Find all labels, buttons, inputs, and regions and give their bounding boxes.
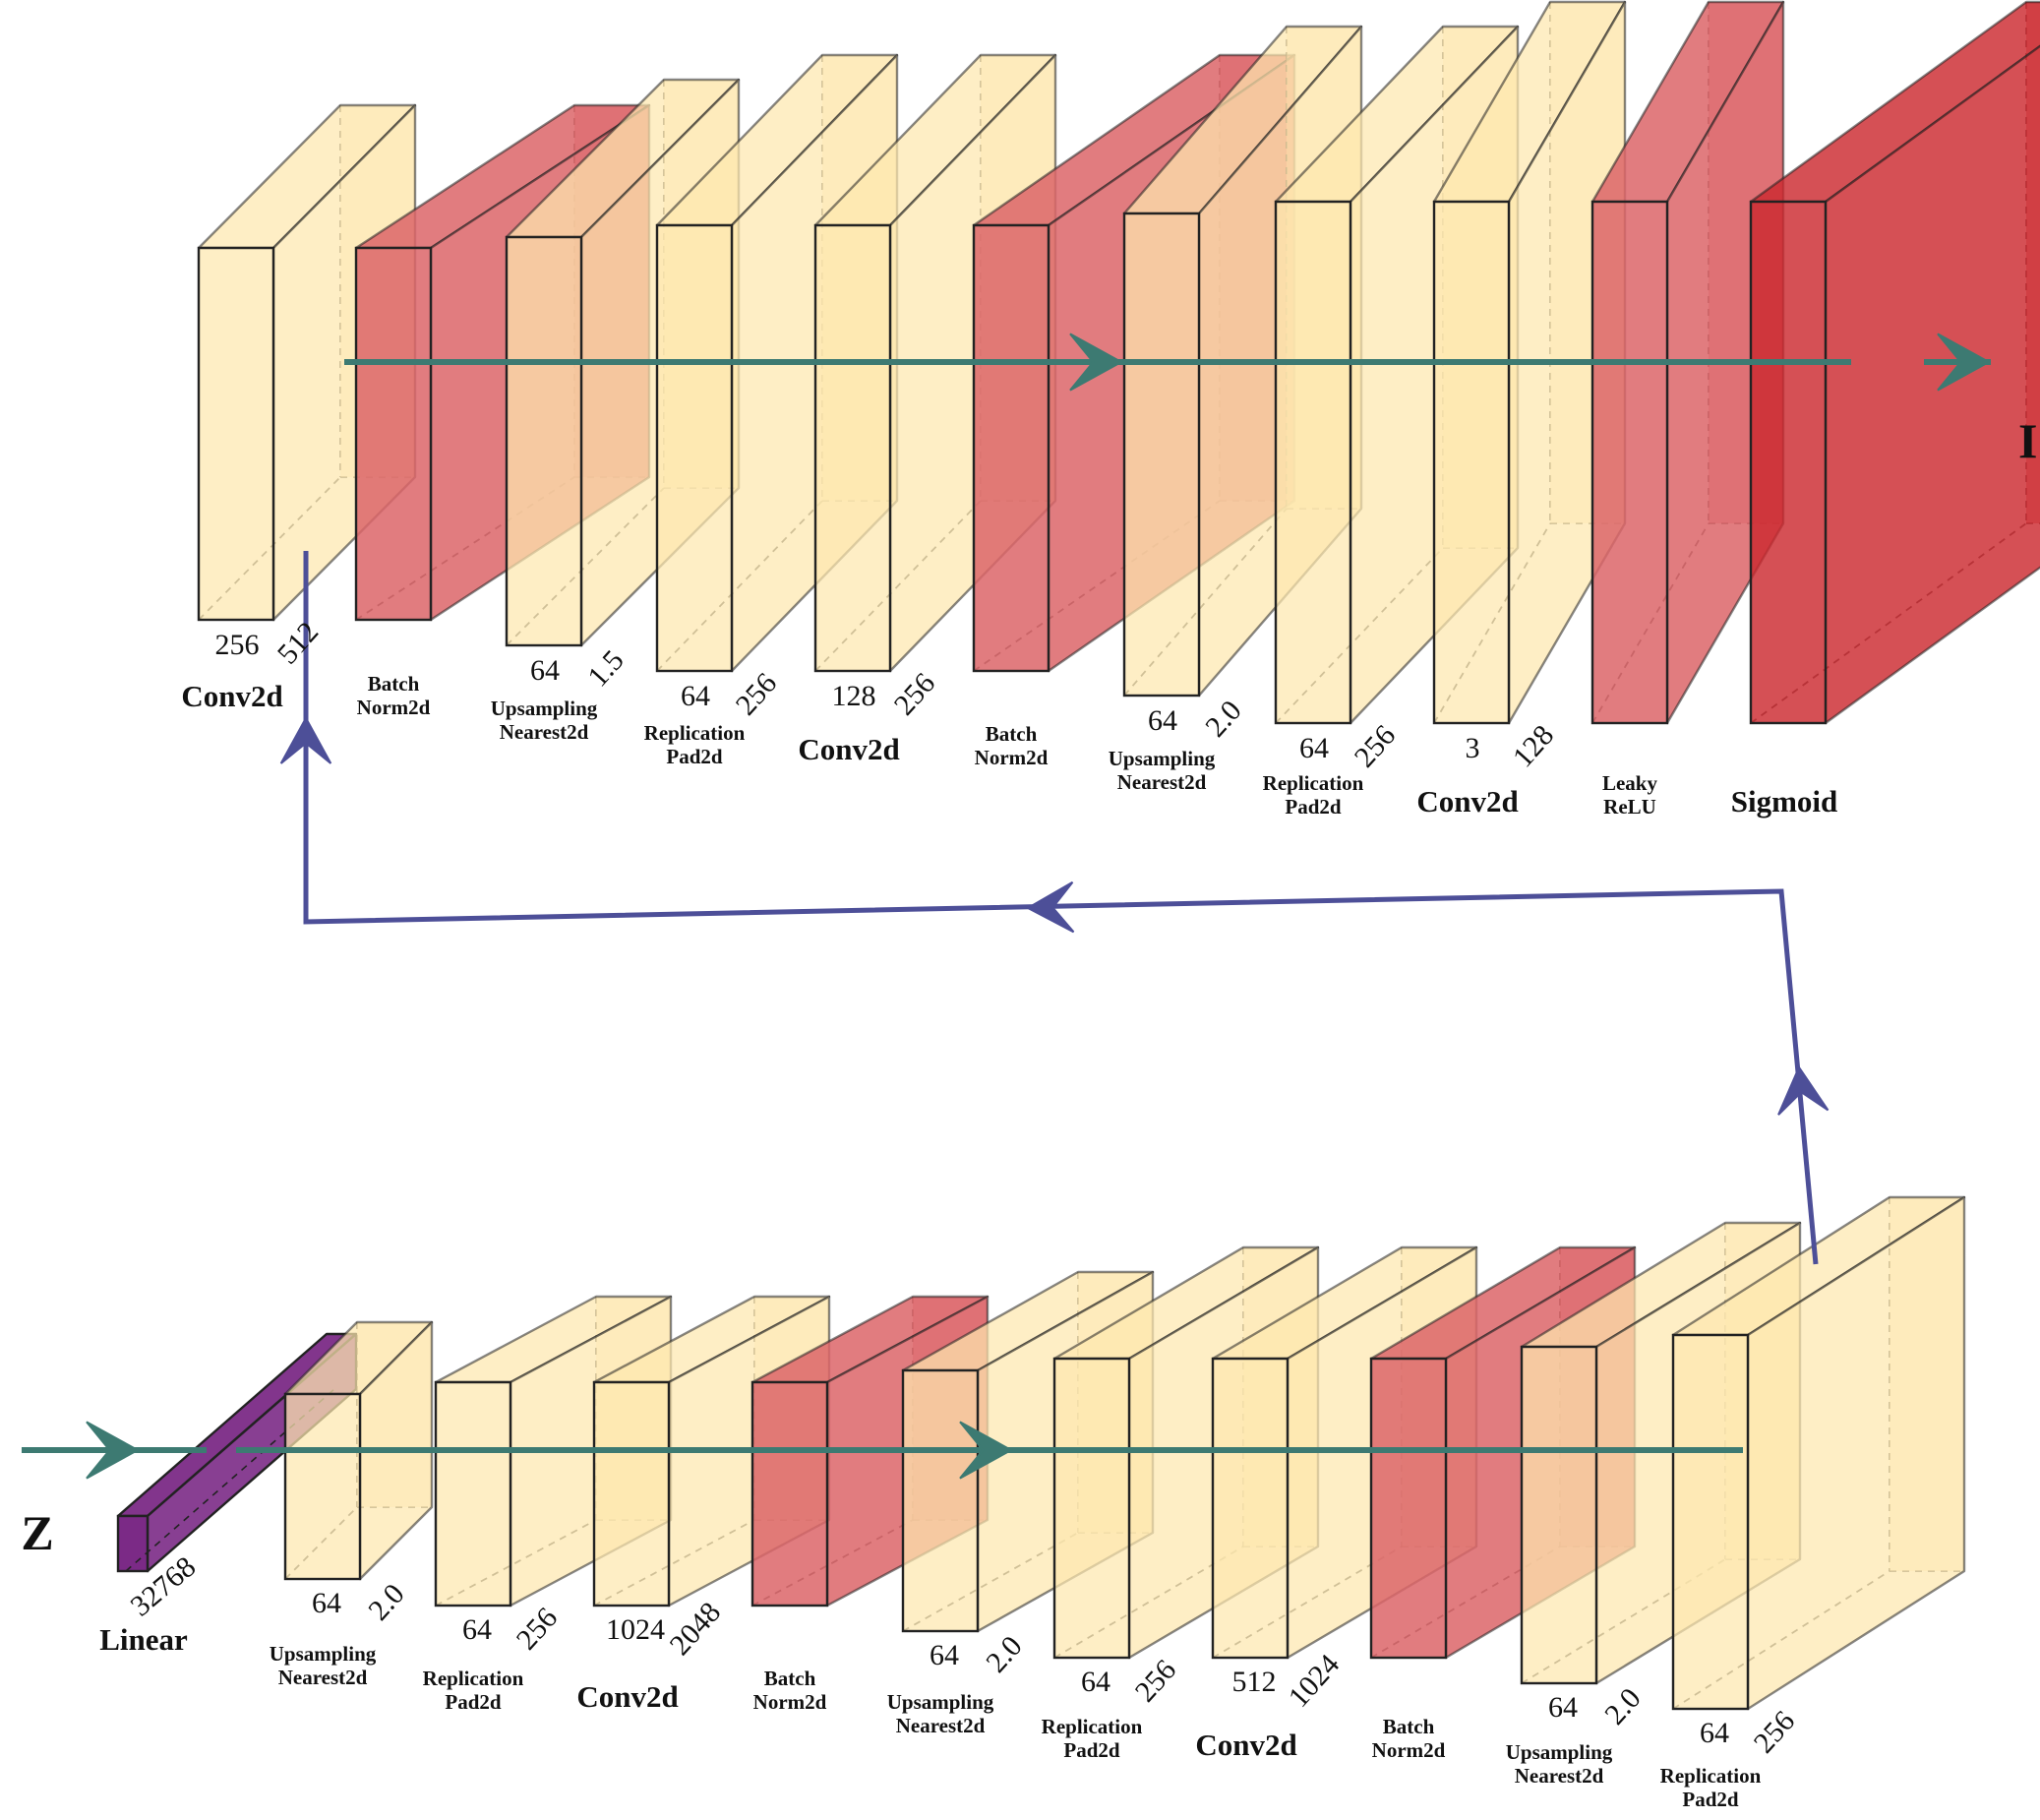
output-label: I — [2018, 413, 2037, 468]
top-layer-10-leaky-relu-label-line: ReLU — [1603, 795, 1656, 819]
bottom-layer-2-upsampling-nearest2d-label-line: Upsampling — [270, 1642, 377, 1666]
dim-label: 2.0 — [980, 1630, 1029, 1679]
connector-arrowhead-up-right — [1777, 1064, 1830, 1116]
dim-label: 512 — [1232, 1666, 1277, 1698]
bottom-flow-arrowhead — [959, 1421, 1014, 1480]
dim-label: 64 — [462, 1613, 492, 1646]
dim-label: 64 — [530, 654, 560, 687]
top-layer-3-upsampling-nearest2d-label-line: Nearest2d — [500, 720, 589, 744]
bottom-layer-11-replication-pad2d-label-line: Pad2d — [1682, 1788, 1739, 1811]
dim-label: 256 — [1349, 719, 1403, 774]
top-layer-8-replication-pad2d-label-line: Replication — [1263, 771, 1364, 795]
bottom-layer-2-upsampling-nearest2d — [283, 1320, 434, 1581]
top-layer-2-batch-norm2d-label-line: Batch — [368, 672, 420, 696]
dim-label: 64 — [312, 1587, 341, 1619]
bottom-layer-9-batch-norm2d-label-line: Batch — [1383, 1715, 1435, 1738]
dim-label: 128 — [1507, 719, 1561, 774]
bottom-layer-6-upsampling-nearest2d-label-line: Upsampling — [887, 1690, 994, 1714]
top-layer-4-replication-pad2d-label-line: Replication — [644, 721, 746, 745]
bottom-layer-11-replication-pad2d-label-line: Replication — [1660, 1764, 1762, 1788]
dim-label: 1.5 — [581, 644, 630, 694]
bottom-layer-11-replication-pad2d — [1671, 1195, 1966, 1711]
bottom-layer-10-upsampling-nearest2d-label-line: Nearest2d — [1515, 1764, 1604, 1788]
top-layer-6-batch-norm2d-label-line: Batch — [986, 722, 1038, 746]
bottom-layer-7-replication-pad2d-label-line: Replication — [1042, 1715, 1143, 1738]
dim-label: 2.0 — [362, 1578, 411, 1627]
dim-label: 256 — [1748, 1705, 1802, 1760]
dim-label: 2048 — [664, 1596, 728, 1662]
connector-arrowhead-up-left — [279, 715, 332, 764]
top-layer-1-conv2d-label: Conv2d — [181, 679, 282, 713]
dim-label: 2.0 — [1598, 1682, 1648, 1731]
dim-label: 256 — [215, 629, 260, 661]
top-layer-11-sigmoid — [1749, 0, 2040, 725]
top-layer-6-batch-norm2d-label-line: Norm2d — [975, 746, 1049, 769]
dim-label: 1024 — [1283, 1648, 1347, 1714]
top-layer-10-leaky-relu-label-line: Leaky — [1602, 771, 1658, 795]
dim-label: 64 — [1081, 1666, 1110, 1698]
top-layer-11-sigmoid-label: Sigmoid — [1731, 784, 1838, 819]
top-layer-9-conv2d-label: Conv2d — [1416, 784, 1518, 819]
bottom-layer-1-linear-label: Linear — [99, 1622, 188, 1657]
output-arrowhead — [1937, 333, 1992, 392]
dim-label: 64 — [681, 680, 710, 712]
input-label: Z — [21, 1505, 53, 1560]
top-layer-4-replication-pad2d-label-line: Pad2d — [666, 745, 723, 768]
dim-label: 256 — [510, 1602, 565, 1657]
dim-label: 256 — [730, 667, 784, 722]
dim-label: 2.0 — [1199, 695, 1248, 744]
bottom-layer-2-upsampling-nearest2d-label-line: Nearest2d — [278, 1666, 368, 1689]
connector-arrowhead-left — [1025, 880, 1075, 934]
dim-label: 64 — [1148, 704, 1177, 737]
top-layer-7-upsampling-nearest2d-label-line: Upsampling — [1109, 747, 1216, 770]
bottom-layer-8-conv2d-label: Conv2d — [1195, 1728, 1296, 1762]
top-layer-3-upsampling-nearest2d-label-line: Upsampling — [491, 697, 598, 720]
dim-label: 512 — [271, 616, 326, 671]
dim-label: 64 — [1700, 1717, 1729, 1749]
top-layer-5-conv2d-label: Conv2d — [798, 732, 899, 766]
dim-label: 256 — [1129, 1654, 1183, 1709]
dim-label: 1024 — [606, 1613, 665, 1646]
bottom-layer-9-batch-norm2d-label-line: Norm2d — [1372, 1738, 1446, 1762]
dim-label: 256 — [888, 667, 942, 722]
input-arrowhead — [86, 1421, 141, 1480]
bottom-layer-3-replication-pad2d-label-line: Pad2d — [445, 1690, 502, 1714]
top-layer-8-replication-pad2d-label-line: Pad2d — [1285, 795, 1342, 819]
dim-label: 64 — [930, 1639, 959, 1671]
bottom-layer-7-replication-pad2d-label-line: Pad2d — [1063, 1738, 1120, 1762]
bottom-layer-5-batch-norm2d-label-line: Batch — [764, 1667, 816, 1690]
bottom-layer-10-upsampling-nearest2d-label-line: Upsampling — [1506, 1740, 1613, 1764]
bottom-layer-5-batch-norm2d-label-line: Norm2d — [753, 1690, 827, 1714]
dim-label: 3 — [1466, 732, 1480, 764]
dim-label: 128 — [832, 680, 876, 712]
top-layer-2-batch-norm2d-label-line: Norm2d — [357, 696, 431, 719]
bottom-layer-3-replication-pad2d-label-line: Replication — [423, 1667, 524, 1690]
bottom-layer-4-conv2d-label: Conv2d — [576, 1679, 678, 1714]
dim-label: 64 — [1548, 1691, 1578, 1724]
top-flow-arrowhead — [1069, 333, 1124, 392]
top-layer-7-upsampling-nearest2d-label-line: Nearest2d — [1117, 770, 1207, 794]
dim-label: 64 — [1299, 732, 1329, 764]
bottom-layer-6-upsampling-nearest2d-label-line: Nearest2d — [896, 1714, 986, 1737]
